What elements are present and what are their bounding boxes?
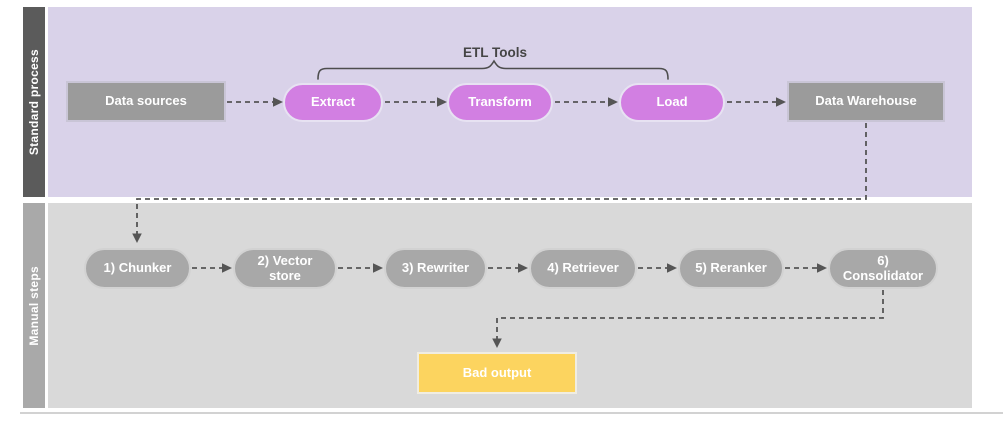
node-label: 3) Rewriter <box>401 260 470 276</box>
node-load: Load <box>619 83 725 122</box>
node-chunker: 1) Chunker <box>84 248 191 289</box>
lane-label-manual-steps: Manual steps <box>23 203 45 408</box>
node-label: 2) Vector store <box>257 252 313 283</box>
node-label: Load <box>656 94 688 110</box>
node-label: 6) Consolidator <box>842 252 924 283</box>
node-label: 1) Chunker <box>103 260 172 276</box>
node-label: 4) Retriever <box>547 260 619 276</box>
etl-tools-label: ETL Tools <box>463 45 527 60</box>
node-data-sources: Data sources <box>66 81 226 122</box>
node-label: 5) Reranker <box>695 260 767 276</box>
lane-label-text: Manual steps <box>27 265 41 346</box>
node-label: Transform <box>468 94 532 110</box>
node-rewriter: 3) Rewriter <box>384 248 487 289</box>
node-consolidator: 6) Consolidator <box>828 248 938 289</box>
node-retriever: 4) Retriever <box>529 248 637 289</box>
node-extract: Extract <box>283 83 383 122</box>
lane-label-standard-process: Standard process <box>23 7 45 197</box>
node-transform: Transform <box>447 83 553 122</box>
node-vector-store: 2) Vector store <box>233 248 337 289</box>
node-label: Bad output <box>462 364 532 380</box>
node-reranker: 5) Reranker <box>678 248 784 289</box>
node-label: Data sources <box>105 93 187 109</box>
node-data-warehouse: Data Warehouse <box>787 81 945 122</box>
page-bottom-divider <box>20 412 1003 414</box>
node-label: Data Warehouse <box>815 93 917 109</box>
node-bad-output: Bad output <box>417 352 577 394</box>
lane-label-text: Standard process <box>27 48 41 156</box>
node-label: Extract <box>310 94 356 110</box>
